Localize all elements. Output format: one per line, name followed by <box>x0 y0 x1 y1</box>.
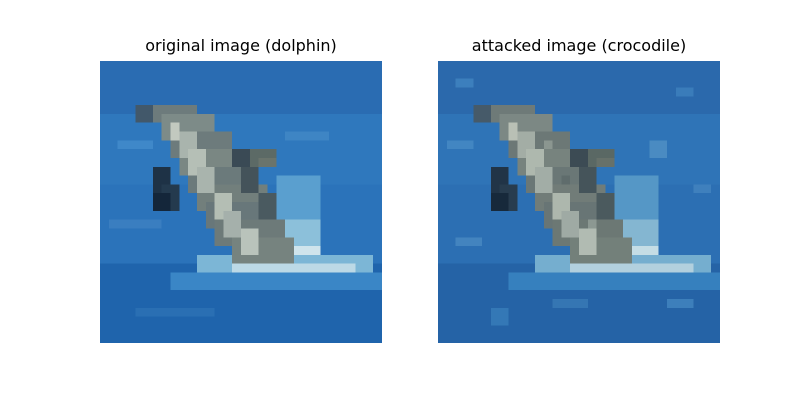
dolphin-back-shade <box>258 193 277 220</box>
original-dolphin-image <box>100 61 382 343</box>
splash-water <box>570 263 694 273</box>
original-image-panel <box>100 61 382 343</box>
dolphin-belly <box>241 228 259 255</box>
dolphin-belly <box>170 122 180 141</box>
dolphin-flipper <box>152 193 171 211</box>
wave-highlight <box>135 307 215 317</box>
wave-highlight <box>285 131 330 141</box>
dolphin-belly <box>196 166 215 194</box>
dolphin-dorsal-fin <box>258 157 277 167</box>
splash-water <box>170 272 382 291</box>
noise-speck <box>446 140 474 150</box>
noise-speck <box>649 140 668 158</box>
dolphin-belly <box>223 210 241 238</box>
noise-speck <box>552 298 588 308</box>
original-image-title: original image (dolphin) <box>145 36 337 55</box>
noise-speck <box>675 87 694 97</box>
dolphin-back-shade <box>241 166 259 194</box>
dolphin-flipper <box>490 193 509 211</box>
attacked-image-panel <box>438 61 720 343</box>
noise-speck <box>490 307 509 326</box>
attacked-image-title: attacked image (crocodile) <box>471 36 687 55</box>
noise-speck <box>561 175 571 185</box>
dolphin-dorsal-fin <box>596 157 615 167</box>
wave-highlight <box>108 219 162 229</box>
splash-water <box>508 272 720 291</box>
noise-speck <box>543 140 553 150</box>
noise-speck <box>693 184 712 194</box>
dolphin-belly <box>508 122 518 141</box>
dolphin-back-shade <box>570 149 588 167</box>
dolphin-belly <box>534 166 553 194</box>
noise-speck <box>455 78 474 88</box>
wave-highlight <box>117 140 153 150</box>
dolphin-back-shade <box>232 149 250 167</box>
attacked-dolphin-image <box>438 61 720 343</box>
noise-speck <box>455 237 483 247</box>
dolphin-back-shade <box>579 166 597 194</box>
noise-speck <box>667 298 694 308</box>
noise-speck <box>587 219 597 229</box>
dolphin-back-shade <box>596 193 615 220</box>
dolphin-belly <box>561 210 579 238</box>
splash-water <box>232 263 356 273</box>
dolphin-belly <box>579 228 597 255</box>
